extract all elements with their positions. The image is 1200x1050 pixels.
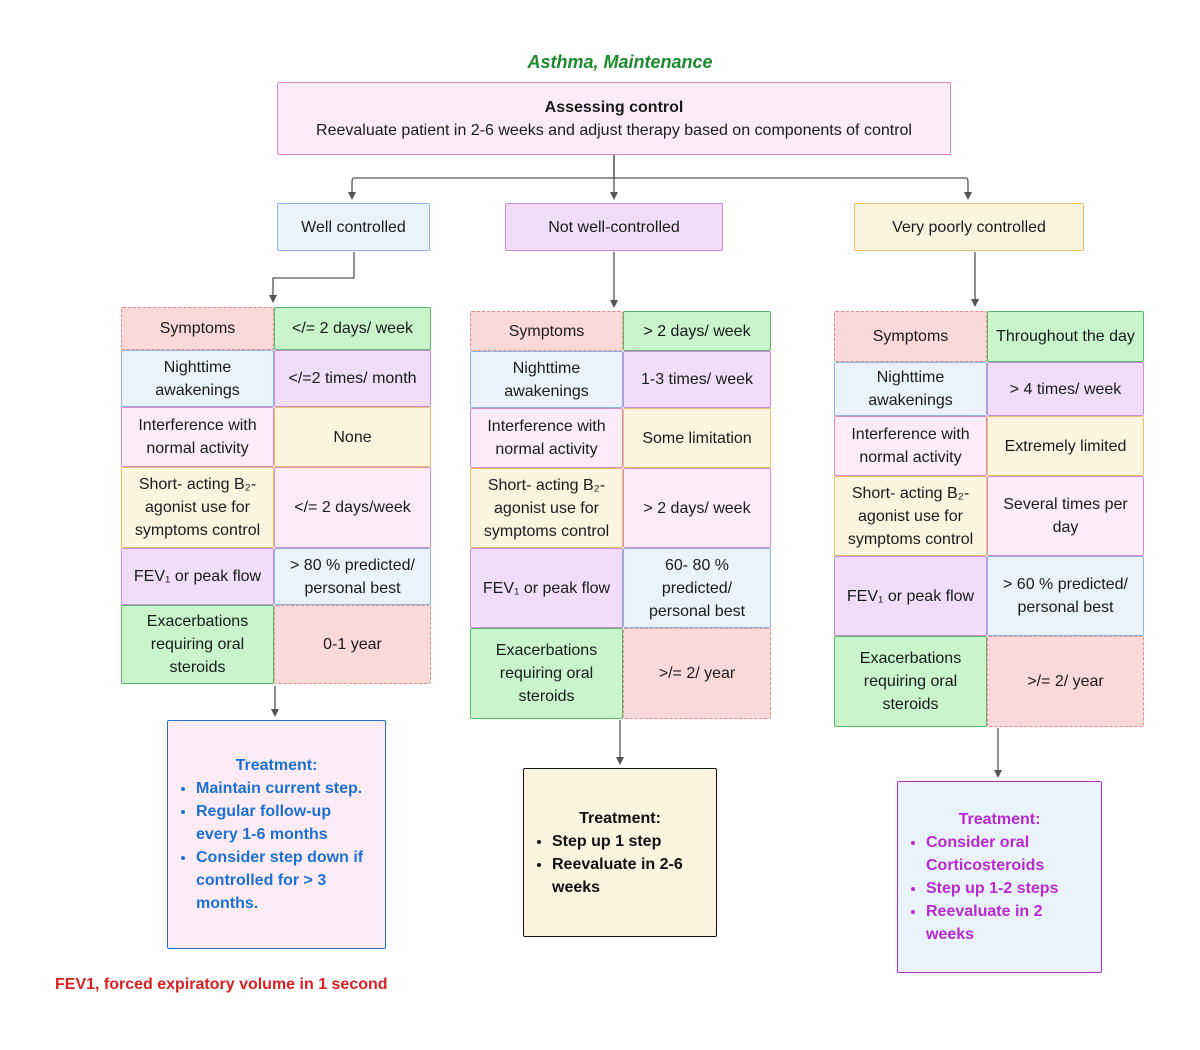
well-row-fev1-value: > 80 % predicted/ personal best [274,548,431,605]
well-row-exacerbations-value: 0-1 year [274,605,431,684]
notwell-row-symptoms-value: > 2 days/ week [623,311,771,351]
verypoor-treatment-box: Treatment: Consider oral Corticosteroids… [897,781,1102,973]
notwell-row-interference-value: Some limitation [623,408,771,468]
verypoor-row-saba-label: Short- acting B₂-agonist use for symptom… [834,476,987,556]
verypoor-row-interference-label: Interference with normal activity [834,416,987,476]
verypoor-row-nighttime-label: Nighttime awakenings [834,362,987,416]
well-treatment-heading: Treatment: [235,757,318,774]
notwell-row-nighttime-label: Nighttime awakenings [470,351,623,408]
footnote: FEV1, forced expiratory volume in 1 seco… [55,976,388,993]
well-row-saba-value: </= 2 days/week [274,467,431,548]
assessing-control-box: Assessing control Reevaluate patient in … [277,82,951,155]
well-row-exacerbations-label: Exacerbations requiring oral steroids [121,605,274,684]
treatment-item: Consider step down if controlled for > 3… [196,846,377,915]
assessing-control-text: Reevaluate patient in 2-6 weeks and adju… [316,121,912,139]
notwell-row-exacerbations-value: >/= 2/ year [623,628,771,719]
notwell-row-saba-value: > 2 days/ week [623,468,771,548]
notwell-treatment-box: Treatment: Step up 1 step Reevaluate in … [523,768,717,937]
well-treatment-list: Maintain current step. Regular follow-up… [176,777,377,915]
well-row-interference-value: None [274,407,431,467]
well-row-fev1-label: FEV₁ or peak flow [121,548,274,605]
treatment-item: Reevaluate in 2 weeks [926,900,1093,946]
notwell-treatment-list: Step up 1 step Reevaluate in 2-6 weeks [532,830,708,899]
verypoor-row-nighttime-value: > 4 times/ week [987,362,1144,416]
diagram-title: Asthma, Maintenance [527,52,713,72]
treatment-item: Step up 1 step [552,830,708,853]
verypoor-row-exacerbations-label: Exacerbations requiring oral steroids [834,636,987,727]
verypoor-row-symptoms-label: Symptoms [834,311,987,362]
verypoor-row-saba-value: Several times per day [987,476,1144,556]
verypoor-row-exacerbations-value: >/= 2/ year [987,636,1144,727]
verypoor-treatment-heading: Treatment: [958,811,1041,828]
root-to-well-connector [348,155,615,200]
root-to-verypoor-connector [614,177,972,200]
treatment-item: Step up 1-2 steps [926,877,1093,900]
notwell-row-nighttime-value: 1-3 times/ week [623,351,771,408]
notwell-treatment-heading: Treatment: [579,809,661,827]
well-row-saba-label: Short- acting B₂-agonist use for symptom… [121,467,274,548]
verypoor-row-symptoms-value: Throughout the day [987,311,1144,362]
well-row-interference-label: Interference with normal activity [121,407,274,467]
verypoor-row-fev1-label: FEV₁ or peak flow [834,556,987,636]
not-well-controlled-box: Not well-controlled [505,203,723,251]
notwell-row-symptoms-label: Symptoms [470,311,623,351]
notwell-row-interference-label: Interference with normal activity [470,408,623,468]
notwell-row-saba-label: Short- acting B₂-agonist use for symptom… [470,468,623,548]
treatment-item: Regular follow-up every 1-6 months [196,800,377,846]
well-row-symptoms-value: </= 2 days/ week [274,307,431,350]
treatment-item: Maintain current step. [196,777,377,800]
well-controlled-box: Well controlled [277,203,430,251]
verypoor-row-interference-value: Extremely limited [987,416,1144,476]
verypoor-row-fev1-value: > 60 % predicted/ personal best [987,556,1144,636]
notwell-row-fev1-value: 60- 80 % predicted/ personal best [623,548,771,628]
treatment-item: Reevaluate in 2-6 weeks [552,853,708,899]
verypoor-treatment-list: Consider oral Corticosteroids Step up 1-… [906,831,1093,946]
very-poorly-controlled-box: Very poorly controlled [854,203,1084,251]
assessing-control-heading: Assessing control [544,98,684,116]
treatment-item: Consider oral Corticosteroids [926,831,1093,877]
well-row-nighttime-value: </=2 times/ month [274,350,431,407]
well-row-symptoms-label: Symptoms [121,307,274,350]
notwell-row-exacerbations-label: Exacerbations requiring oral steroids [470,628,623,719]
well-treatment-box: Treatment: Maintain current step. Regula… [167,720,386,949]
well-to-table-connector [269,252,355,303]
notwell-row-fev1-label: FEV₁ or peak flow [470,548,623,628]
well-row-nighttime-label: Nighttime awakenings [121,350,274,407]
